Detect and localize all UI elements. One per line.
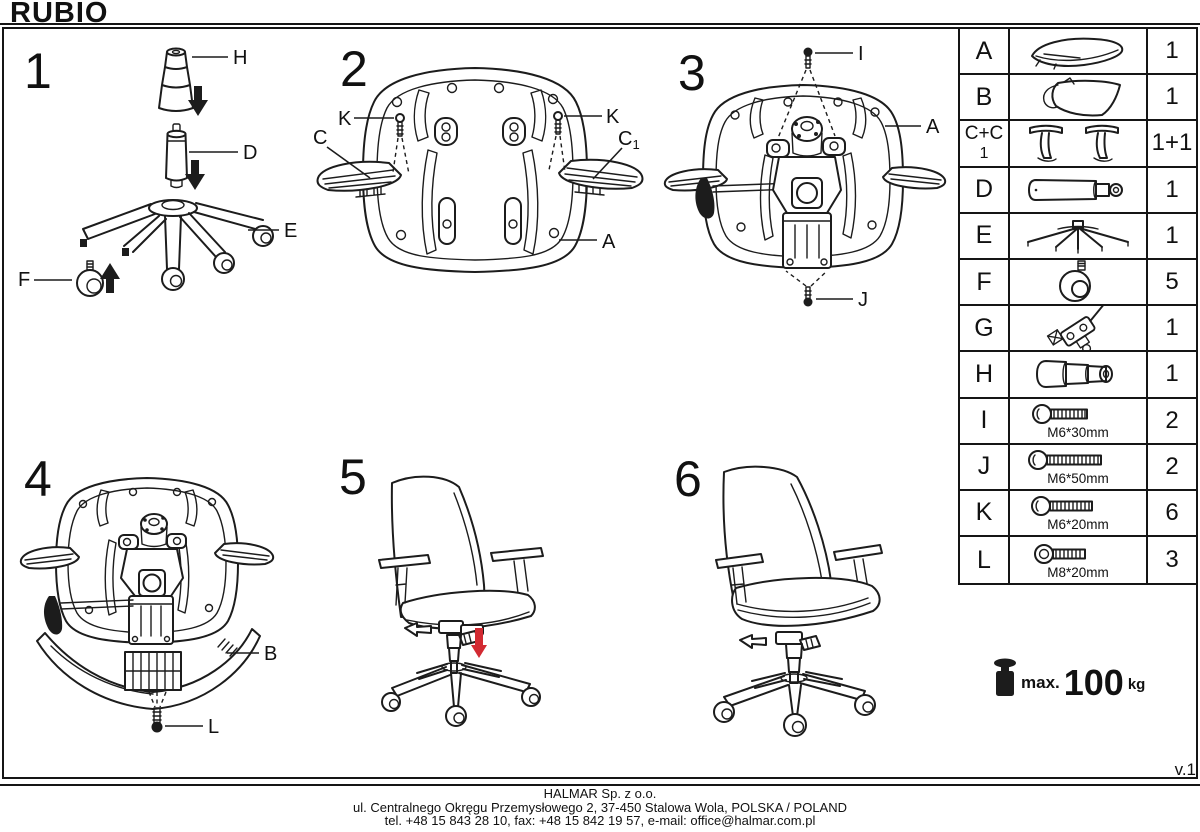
max-label: max. xyxy=(1021,673,1060,692)
weight-icon xyxy=(994,658,1016,696)
label-I: I xyxy=(858,43,864,65)
part-id: K xyxy=(960,490,1010,538)
step-5-diagram xyxy=(378,475,544,727)
screw-icon xyxy=(1031,496,1093,517)
part-id: D xyxy=(960,167,1010,214)
footer-address: ul. Centralnego Okręgu Przemysłowego 2, … xyxy=(352,799,847,815)
label-C1: C1 xyxy=(618,128,640,152)
version-label: v.1 xyxy=(1174,760,1196,779)
part-id: F xyxy=(960,259,1010,307)
part-qty: 1 xyxy=(1148,214,1196,260)
step-2-number: 2 xyxy=(340,41,368,97)
page-title: RUBIO xyxy=(10,0,109,29)
red-down-arrow-head xyxy=(471,645,487,658)
down-arrow-icon xyxy=(185,160,205,190)
seat-icon xyxy=(1031,37,1124,70)
step-3-number: 3 xyxy=(678,45,706,101)
part-qty: 1 xyxy=(1148,75,1196,122)
part-qty: 2 xyxy=(1148,445,1196,491)
screw-icon xyxy=(1028,450,1102,471)
label-J: J xyxy=(858,289,868,311)
red-down-arrow xyxy=(475,628,483,646)
part-id: E xyxy=(960,213,1010,260)
label-D: D xyxy=(243,142,257,164)
step-4-diagram: L B xyxy=(19,477,277,738)
part-qty: 1 xyxy=(1148,29,1196,76)
label-E: E xyxy=(284,220,297,242)
part-qty: 1+1 xyxy=(1148,121,1196,168)
label-B: B xyxy=(264,643,277,665)
part-id: L xyxy=(960,537,1010,584)
step-2-diagram: K C K C1 A xyxy=(313,67,644,273)
lever-arrow-icon xyxy=(404,622,432,637)
step-1-diagram: H D E F xyxy=(18,47,297,297)
screw-size: M6*20mm xyxy=(1047,517,1109,533)
screw-size: M6*30mm xyxy=(1047,425,1109,441)
part-id: I xyxy=(960,398,1010,445)
part-id: A xyxy=(960,29,1010,76)
telescopic-cover-icon xyxy=(1036,360,1113,389)
step-6-diagram xyxy=(713,465,883,737)
label-C: C xyxy=(313,127,327,149)
label-L: L xyxy=(208,716,219,738)
up-arrow-icon xyxy=(100,263,120,293)
screw-icon xyxy=(1034,543,1086,564)
part-qty: 3 xyxy=(1165,546,1179,574)
part-qty: 2 xyxy=(1148,399,1196,445)
label-K-left: K xyxy=(338,108,352,130)
screw-size: M6*50mm xyxy=(1047,471,1109,487)
backrest-bracket xyxy=(36,628,261,710)
part-id: J xyxy=(960,444,1010,491)
label-A: A xyxy=(602,231,616,253)
footer-company: HALMAR Sp. z o.o. xyxy=(543,786,657,801)
part-qty: 1 xyxy=(1148,352,1196,399)
armrests-icon xyxy=(1029,125,1119,163)
gas-lift-icon xyxy=(1028,178,1123,201)
part-id: G xyxy=(960,306,1010,353)
label-K-right: K xyxy=(606,106,620,128)
footer-divider xyxy=(0,784,1200,786)
step-4-number: 4 xyxy=(24,451,52,507)
max-value: 100 xyxy=(1063,662,1124,704)
max-weight: max. 100 kg xyxy=(993,658,1146,704)
label-H: H xyxy=(233,47,247,69)
mechanism-icon xyxy=(1046,306,1106,351)
step-1-number: 1 xyxy=(24,43,52,99)
max-unit: kg xyxy=(1127,676,1146,693)
base-icon xyxy=(1027,219,1129,254)
down-arrow-icon xyxy=(188,86,208,116)
lever-arrow-icon xyxy=(739,634,767,649)
adjustment-lever xyxy=(43,596,63,635)
screw-size: M8*20mm xyxy=(1047,564,1109,580)
step-6-number: 6 xyxy=(674,451,702,507)
part-qty: 6 xyxy=(1148,491,1196,538)
part-qty: 1 xyxy=(1148,168,1196,214)
screw-icon xyxy=(1032,404,1088,425)
part-id: B xyxy=(960,75,1010,122)
label-A: A xyxy=(926,116,940,138)
part-qty: 5 xyxy=(1148,260,1196,307)
part-id: H xyxy=(960,352,1010,399)
adjustment-lever xyxy=(695,178,715,219)
label-F: F xyxy=(18,269,30,291)
part-qty: 1 xyxy=(1148,306,1196,353)
backrest-icon xyxy=(1042,77,1121,117)
caster-icon xyxy=(1059,260,1091,303)
step-5-number: 5 xyxy=(339,449,367,505)
title-divider xyxy=(0,23,1200,25)
footer: HALMAR Sp. z o.o. ul. Centralnego Okręgu… xyxy=(0,787,1200,828)
footer-contact: tel. +48 15 843 28 10, fax: +48 15 842 1… xyxy=(384,813,816,828)
step-3-diagram: I J A xyxy=(663,43,947,311)
